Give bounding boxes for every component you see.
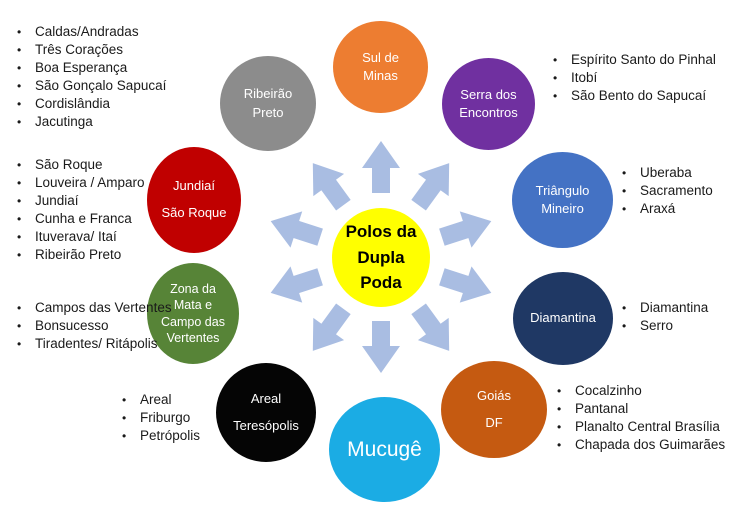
city-list-jundiai-sao-roque: São Roque Louveira / Amparo Jundiaí Cunh… xyxy=(14,156,145,264)
city-item: Cocalzinho xyxy=(554,382,725,400)
city-item: Sacramento xyxy=(619,182,713,200)
pole-circle-serra-dos-encontros: Serra dos Encontros xyxy=(442,58,535,150)
city-item: Chapada dos Guimarães xyxy=(554,436,725,454)
city-item: Cunha e Franca xyxy=(14,210,145,228)
pole-label-ribeirao-preto: Ribeirão Preto xyxy=(243,86,293,120)
city-item: Friburgo xyxy=(119,409,200,427)
city-item: Ribeirão Preto xyxy=(14,246,145,264)
city-item: São Gonçalo Sapucaí xyxy=(14,77,166,95)
city-item: Cordislândia xyxy=(14,95,166,113)
pole-circle-jundiai-sao-roque: Jundiaí São Roque xyxy=(147,147,241,253)
pole-circle-triangulo-mineiro: Triângulo Mineiro xyxy=(512,152,613,248)
city-item: Jacutinga xyxy=(14,113,166,131)
city-item: Pantanal xyxy=(554,400,725,418)
city-item: Jundiaí xyxy=(14,192,145,210)
pole-label-jundiai-sao-roque: Jundiaí São Roque xyxy=(161,178,227,220)
city-item: Bonsucesso xyxy=(14,317,172,335)
pole-label-diamantina: Diamantina xyxy=(530,310,596,326)
city-item: Campos das Vertentes xyxy=(14,299,172,317)
city-item: Itobí xyxy=(550,69,716,87)
city-item: Boa Esperança xyxy=(14,59,166,77)
city-item: Louveira / Amparo xyxy=(14,174,145,192)
city-item: Tiradentes/ Ritápolis xyxy=(14,335,172,353)
city-list-serra-dos-encontros: Espírito Santo do Pinhal Itobí São Bento… xyxy=(550,51,716,105)
city-item: São Bento do Sapucaí xyxy=(550,87,716,105)
city-item: Petrópolis xyxy=(119,427,200,445)
city-item: Diamantina xyxy=(619,299,708,317)
city-item: Planalto Central Brasília xyxy=(554,418,725,436)
city-list-triangulo-mineiro: Uberaba Sacramento Araxá xyxy=(619,164,713,218)
pole-label-serra-dos-encontros: Serra dos Encontros xyxy=(459,86,518,120)
city-item: Areal xyxy=(119,391,200,409)
pole-circle-diamantina: Diamantina xyxy=(513,272,613,365)
city-item: Serro xyxy=(619,317,708,335)
pole-circle-areal-teresopolis: Areal Teresópolis xyxy=(216,363,316,462)
pole-label-areal-teresopolis: Areal Teresópolis xyxy=(233,390,299,433)
pole-label-mucuge: Mucugê xyxy=(347,437,422,461)
center-circle: Polos da Dupla Poda xyxy=(332,208,430,307)
pole-label-triangulo-mineiro: Triângulo Mineiro xyxy=(535,182,590,216)
city-list-zona-da-mata: Campos das Vertentes Bonsucesso Tiradent… xyxy=(14,299,172,353)
pole-circle-sul-de-minas: Sul de Minas xyxy=(333,21,428,113)
city-item: São Roque xyxy=(14,156,145,174)
city-list-sul-de-minas: Caldas/Andradas Três Corações Boa Espera… xyxy=(14,23,166,131)
city-list-diamantina: Diamantina Serro xyxy=(619,299,708,335)
pole-circle-ribeirao-preto: Ribeirão Preto xyxy=(220,56,316,151)
city-item: Araxá xyxy=(619,200,713,218)
pole-label-sul-de-minas: Sul de Minas xyxy=(362,49,399,83)
center-label: Polos da Dupla Poda xyxy=(345,222,417,293)
city-list-goias-df: Cocalzinho Pantanal Planalto Central Bra… xyxy=(554,382,725,454)
pole-circle-mucuge: Mucugê xyxy=(329,397,440,502)
pole-label-goias-df: Goiás DF xyxy=(477,387,511,430)
city-item: Caldas/Andradas xyxy=(14,23,166,41)
city-list-areal-teresopolis: Areal Friburgo Petrópolis xyxy=(119,391,200,445)
city-item: Três Corações xyxy=(14,41,166,59)
city-item: Espírito Santo do Pinhal xyxy=(550,51,716,69)
city-item: Uberaba xyxy=(619,164,713,182)
pole-circle-goias-df: Goiás DF xyxy=(441,361,547,458)
city-item: Ituverava/ Itaí xyxy=(14,228,145,246)
